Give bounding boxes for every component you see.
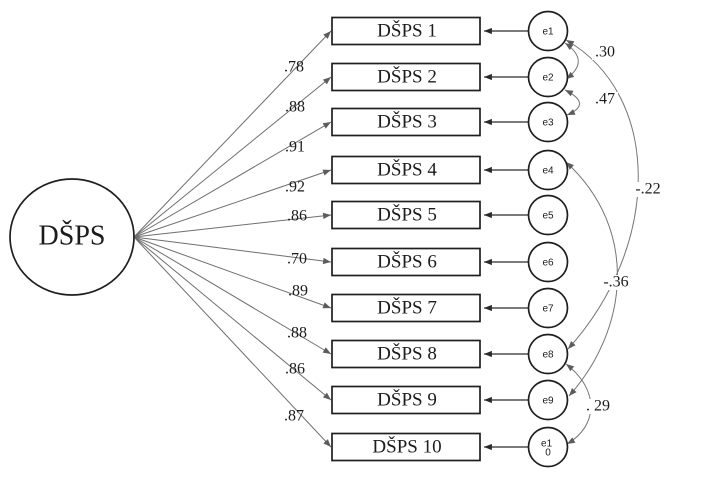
indicator-box bbox=[331, 293, 481, 323]
error-label: e9 bbox=[542, 396, 554, 407]
covariance-curve-e1-e8 bbox=[565, 39, 639, 350]
error-label: e4 bbox=[542, 166, 554, 177]
indicator-label: DŠPS 4 bbox=[377, 158, 437, 180]
latent-variable-label: DŠPS bbox=[39, 220, 106, 251]
covariance-value: .47 bbox=[595, 91, 615, 108]
covariance-label-bg bbox=[585, 399, 612, 414]
indicator-box bbox=[331, 62, 481, 92]
error-label: e2 bbox=[542, 73, 554, 84]
indicator-label: DŠPS 3 bbox=[377, 110, 437, 132]
covariance-value: .30 bbox=[595, 44, 615, 61]
factor-loading-value: .78 bbox=[284, 59, 304, 76]
error-circle bbox=[527, 333, 569, 375]
factor-loading-value: .88 bbox=[285, 99, 305, 116]
error-circle bbox=[527, 379, 569, 421]
factor-loading-line bbox=[133, 212, 332, 238]
indicator-box bbox=[331, 339, 481, 369]
error-arrows bbox=[484, 27, 528, 451]
factor-loading-lines bbox=[133, 30, 332, 448]
factor-loading-line bbox=[133, 121, 332, 238]
indicator-label: DŠPS 9 bbox=[377, 388, 437, 410]
indicator-labels: DŠPS 1 DŠPS 2 DŠPS 3 DŠPS 4 DŠPS 5 DŠPS … bbox=[372, 19, 441, 457]
error-label-line-1: e1 bbox=[541, 439, 553, 450]
factor-loading-values: .78 .88 .91 .92 .86 .70 .89 .88 .86 .87 bbox=[284, 59, 308, 425]
latent-variable-ellipse bbox=[9, 178, 135, 296]
factor-loading-line bbox=[133, 76, 332, 238]
error-circle bbox=[527, 101, 569, 143]
factor-loading-line bbox=[133, 169, 332, 238]
error-label: e1 0 bbox=[541, 436, 555, 459]
indicator-box bbox=[331, 200, 481, 230]
covariance-values: .30 .47 -.22 -.36 . 29 bbox=[585, 44, 665, 415]
error-label: e5 bbox=[542, 211, 554, 222]
error-circle bbox=[527, 287, 569, 329]
indicator-box bbox=[331, 432, 481, 462]
covariance-value: -.22 bbox=[635, 181, 660, 198]
covariance-label-bg bbox=[631, 182, 665, 197]
factor-loading-value: .86 bbox=[285, 361, 305, 378]
covariance-label-bg bbox=[592, 45, 618, 60]
indicator-box bbox=[331, 16, 481, 46]
factor-loading-value: .91 bbox=[285, 139, 305, 156]
covariance-value: . 29 bbox=[586, 398, 610, 415]
indicator-box bbox=[331, 155, 481, 185]
indicator-label: DŠPS 10 bbox=[372, 435, 441, 457]
factor-loading-value: .87 bbox=[284, 408, 304, 425]
error-label: e8 bbox=[542, 350, 554, 361]
error-label: e6 bbox=[542, 258, 554, 269]
error-circle bbox=[527, 149, 569, 191]
factor-loading-line bbox=[133, 236, 332, 265]
indicator-label: DŠPS 1 bbox=[377, 19, 437, 41]
covariance-value: -.36 bbox=[603, 274, 628, 291]
error-circle bbox=[527, 10, 569, 52]
error-circle bbox=[527, 241, 569, 283]
error-label: e1 bbox=[542, 27, 554, 38]
factor-loading-line bbox=[133, 30, 332, 238]
factor-loading-line bbox=[133, 236, 332, 448]
factor-loading-value: .86 bbox=[287, 208, 307, 225]
covariance-curve-e2-e3 bbox=[564, 89, 580, 116]
error-label-line-2: 0 bbox=[545, 448, 551, 459]
indicator-boxes bbox=[331, 16, 481, 462]
indicator-box bbox=[331, 247, 481, 277]
factor-loading-line bbox=[133, 236, 332, 355]
indicator-label: DŠPS 6 bbox=[377, 250, 437, 272]
error-circle bbox=[527, 194, 569, 236]
error-label: e3 bbox=[542, 118, 554, 129]
factor-loading-line bbox=[133, 236, 332, 401]
error-circle bbox=[527, 426, 569, 468]
error-circle bbox=[527, 56, 569, 98]
factor-loading-line bbox=[133, 236, 332, 309]
error-terms: e1 e2 e3 e4 e5 e6 e7 e8 e9 e1 0 bbox=[527, 10, 569, 468]
indicator-label: DŠPS 7 bbox=[377, 296, 437, 318]
factor-loading-value: .92 bbox=[285, 179, 305, 196]
indicator-label: DŠPS 5 bbox=[377, 203, 437, 225]
factor-loading-value: .70 bbox=[287, 251, 307, 268]
indicator-box bbox=[331, 385, 481, 415]
covariance-label-bg bbox=[599, 275, 633, 290]
indicator-label: DŠPS 2 bbox=[377, 65, 437, 87]
error-label: e7 bbox=[542, 304, 554, 315]
factor-loading-value: .88 bbox=[287, 325, 307, 342]
indicator-label: DŠPS 8 bbox=[377, 342, 437, 364]
covariance-label-bg bbox=[592, 92, 618, 107]
indicator-box bbox=[331, 107, 481, 137]
factor-loading-value: .89 bbox=[288, 283, 308, 300]
